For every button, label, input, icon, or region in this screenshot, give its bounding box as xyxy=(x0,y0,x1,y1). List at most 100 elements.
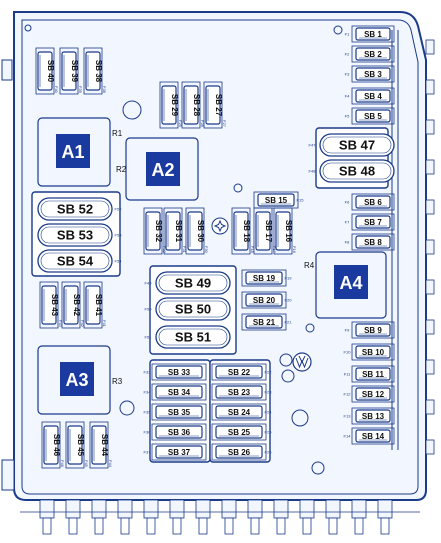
fuse-pin: F33 xyxy=(144,370,152,375)
fuse-label: SB 48 xyxy=(339,164,375,179)
fuse-label: SB 25 xyxy=(228,428,251,437)
fuse-pin: F32 xyxy=(162,246,167,254)
fuse-label: SB 41 xyxy=(94,294,103,317)
housing-tab xyxy=(425,439,435,455)
connector-tooth xyxy=(325,499,341,519)
fuse-label: SB 51 xyxy=(175,330,211,345)
connector-pin xyxy=(276,517,286,535)
housing-tab xyxy=(425,39,435,55)
housing-tab xyxy=(425,79,435,95)
fuse-label: SB 50 xyxy=(175,302,211,317)
screw-hole xyxy=(24,24,32,32)
fuse-sb-5: SB 5 F5 xyxy=(345,107,395,125)
fuse-pin: F2 xyxy=(345,52,350,57)
fuse-pin: F35 xyxy=(144,410,152,415)
connector-pin xyxy=(198,517,208,535)
fuse-pin: F19 xyxy=(285,276,293,281)
housing-tab xyxy=(425,119,435,135)
fuse-pin: F17 xyxy=(272,246,277,254)
connector-pin xyxy=(120,517,130,535)
fuse-label: SB 6 xyxy=(364,198,382,207)
fuse-label: SB 31 xyxy=(174,220,183,243)
fuse-sb-19: SB 19 F19 xyxy=(241,269,293,287)
fuse-pin: F21 xyxy=(285,320,293,325)
fuse-sb-7: SB 7F7 xyxy=(345,213,395,231)
fuse-label: SB 14 xyxy=(362,432,385,441)
fuse-label: SB 46 xyxy=(52,434,61,457)
decor-ring xyxy=(281,369,295,383)
fuse-label: SB 11 xyxy=(362,370,384,379)
left-tab xyxy=(1,459,15,491)
fuse-label: SB 2 xyxy=(364,50,382,59)
svg-text:A3: A3 xyxy=(65,370,88,390)
svg-text:A4: A4 xyxy=(339,273,362,293)
fuse-label: SB 1 xyxy=(364,30,382,39)
connector-tooth xyxy=(195,499,211,519)
fuse-label: SB 37 xyxy=(168,448,191,457)
housing-tab xyxy=(425,399,435,415)
fuse-sb-2: SB 2 F2 xyxy=(345,45,395,63)
fuse-pin: F49 xyxy=(145,281,153,286)
connector-tooth xyxy=(169,499,185,519)
connector-pin xyxy=(224,517,234,535)
fuse-pin: F37 xyxy=(144,450,152,455)
fuse-label: SB 17 xyxy=(264,220,273,243)
fuse-label: SB 47 xyxy=(339,138,375,153)
fuse-label: SB 53 xyxy=(57,228,93,243)
fuse-label: SB 19 xyxy=(253,274,276,283)
fuse-label: SB 20 xyxy=(253,296,276,305)
fuse-label: SB 33 xyxy=(168,368,191,377)
relay-a3-ref: R3 xyxy=(112,377,123,386)
fuse-pin: F24 xyxy=(265,410,273,415)
connector-tooth xyxy=(221,499,237,519)
fuse-label: SB 52 xyxy=(57,202,93,217)
fuse-pin: F26 xyxy=(265,450,273,455)
fuse-pin: F13 xyxy=(344,414,352,419)
screw-hole xyxy=(233,183,243,193)
fuse-label: SB 4 xyxy=(364,92,382,101)
fuse-label: SB 28 xyxy=(192,94,201,117)
fuse-label: SB 5 xyxy=(364,112,382,121)
fuse-sb-6: SB 6F6 xyxy=(345,193,395,211)
fuse-pin: F5 xyxy=(345,114,350,119)
connector-pin xyxy=(42,517,52,535)
fuse-label: SB 45 xyxy=(76,434,85,457)
housing-tab xyxy=(425,279,435,295)
fuse-pin: F11 xyxy=(344,372,351,377)
screw-hole xyxy=(122,100,142,120)
fuse-pin: F53 xyxy=(115,233,123,238)
housing-inner xyxy=(21,19,419,495)
fuse-pin: F44 xyxy=(108,460,113,468)
fuse-label: SB 15 xyxy=(265,196,288,205)
fuse-label: SB 13 xyxy=(362,412,385,421)
fuse-pin: F28 xyxy=(200,120,205,128)
fuse-sb-33: SB 33 F33 xyxy=(144,363,207,381)
fuse-sb-3: SB 3F3 xyxy=(345,65,395,83)
connector-pin xyxy=(302,517,312,535)
fuse-pin: F25 xyxy=(265,430,273,435)
relay-a4: A4 xyxy=(334,265,368,299)
fuse-pin: F34 xyxy=(144,390,152,395)
fuse-label: SB 49 xyxy=(175,276,211,291)
fuse-label: SB 18 xyxy=(242,220,251,243)
fuse-label: SB 23 xyxy=(228,388,251,397)
fuse-label: SB 35 xyxy=(168,408,191,417)
